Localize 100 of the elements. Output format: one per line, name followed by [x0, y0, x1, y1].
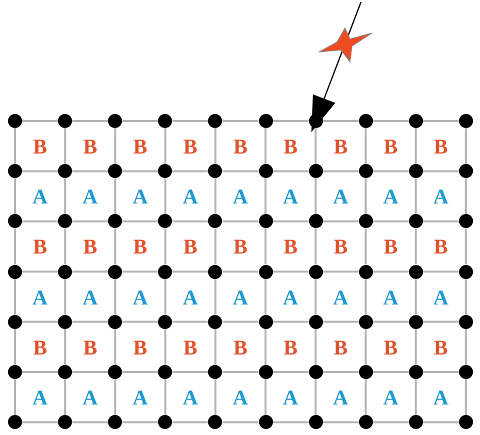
site-label: B	[334, 136, 348, 158]
site-label: A	[32, 388, 48, 408]
grid-line	[164, 128, 166, 164]
site-label: A	[433, 287, 448, 308]
grid-line	[214, 328, 216, 365]
grid-line	[22, 170, 58, 172]
grid-dot	[408, 314, 423, 329]
grid-line	[222, 320, 258, 323]
grid-line	[14, 328, 16, 365]
site-label: B	[384, 136, 398, 158]
grid-line	[114, 128, 116, 164]
site-label: A	[333, 388, 348, 408]
grid-line	[264, 278, 266, 315]
grid-line	[222, 120, 258, 122]
site-label: B	[384, 337, 398, 358]
grid-line	[172, 320, 208, 323]
grid-line	[22, 371, 58, 373]
grid-line	[264, 178, 266, 214]
site-label: A	[282, 186, 298, 208]
grid-line	[164, 178, 166, 214]
grid-line	[172, 220, 208, 222]
grid-line	[314, 328, 317, 365]
site-label: A	[333, 287, 348, 308]
grid-line	[364, 178, 367, 214]
grid-dot	[8, 214, 22, 228]
grid-dot	[258, 415, 272, 430]
grid-line	[122, 371, 158, 373]
grid-line	[322, 170, 359, 172]
grid-line	[314, 128, 317, 164]
grid-line	[372, 421, 409, 424]
grid-line	[272, 421, 309, 424]
grid-dot	[308, 214, 323, 228]
grid-line	[464, 379, 467, 416]
grid-dot	[308, 164, 323, 178]
grid-dot	[58, 214, 72, 228]
grid-dot	[408, 365, 423, 379]
site-label: B	[33, 136, 47, 158]
grid-line	[264, 328, 266, 365]
grid-line	[214, 178, 216, 214]
grid-dot	[408, 214, 423, 228]
grid-dot	[308, 415, 323, 430]
site-label: B	[183, 136, 198, 158]
grid-dot	[158, 365, 172, 379]
grid-line	[164, 228, 166, 265]
grid-line	[72, 270, 108, 273]
grid-dot	[458, 114, 473, 128]
grid-dot	[58, 415, 72, 430]
site-label: A	[232, 287, 248, 308]
grid-line	[322, 421, 359, 424]
site-label: B	[33, 236, 47, 258]
site-label: A	[182, 186, 198, 208]
site-label: A	[32, 287, 48, 308]
grid-dot	[358, 314, 373, 329]
grid-dot	[458, 164, 473, 178]
grid-line	[264, 228, 266, 265]
grid-line	[372, 270, 409, 273]
grid-line	[122, 320, 158, 323]
site-label: B	[133, 236, 148, 258]
site-label: B	[434, 136, 448, 158]
grid-line	[14, 228, 16, 265]
grid-dot	[208, 415, 222, 430]
site-label: A	[232, 186, 248, 208]
grid-line	[414, 128, 417, 164]
grid-dot	[158, 114, 172, 128]
grid-dot	[58, 164, 72, 178]
grid-line	[414, 228, 417, 265]
grid-line	[72, 320, 108, 323]
grid-line	[222, 421, 258, 424]
site-label: A	[232, 388, 248, 408]
grid-line	[122, 421, 158, 424]
grid-line	[122, 220, 158, 222]
grid-line	[372, 320, 409, 323]
grid-dot	[408, 264, 423, 279]
site-label: B	[83, 337, 98, 358]
grid-dot	[208, 314, 222, 329]
grid-dot	[8, 264, 22, 279]
site-label: A	[132, 287, 148, 308]
grid-dot	[358, 114, 373, 128]
grid-line	[122, 270, 158, 273]
site-label: B	[284, 236, 298, 258]
grid-line	[314, 228, 317, 265]
grid-line	[114, 379, 116, 416]
grid-dot	[158, 214, 172, 228]
grid-line	[164, 379, 166, 416]
grid-dot	[208, 214, 222, 228]
grid-line	[114, 328, 116, 365]
grid-line	[64, 178, 66, 214]
grid-line	[272, 170, 309, 172]
grid-line	[222, 270, 258, 273]
site-label: B	[183, 337, 198, 358]
site-label: B	[384, 236, 398, 258]
grid-dot	[58, 264, 72, 279]
site-label: A	[433, 388, 448, 408]
grid-dot	[408, 114, 423, 128]
grid-line	[72, 220, 108, 222]
grid-line	[214, 128, 216, 164]
grid-line	[364, 278, 367, 315]
grid-dot	[8, 314, 22, 329]
site-label: B	[434, 337, 448, 358]
grid-line	[414, 278, 417, 315]
